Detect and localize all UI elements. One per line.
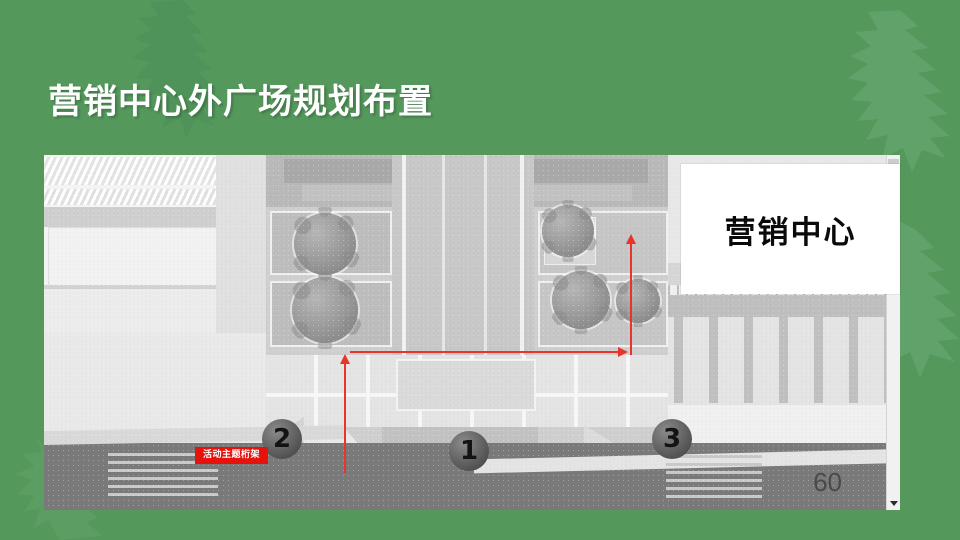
arrow-vertical-right-up <box>630 243 632 355</box>
plan-central-axis-stripe-mid <box>442 155 445 407</box>
plan-plaza-center-panel <box>396 359 536 411</box>
marketing-center-callout-label: 营销中心 <box>724 214 857 251</box>
marker-3[interactable]: 3 <box>652 419 692 459</box>
arrow-vertical-left-up-head-icon <box>340 354 350 364</box>
arrow-vertical-right-up-head-icon <box>626 234 636 244</box>
tree-canopy-3 <box>537 200 599 262</box>
marker-2-label: 2 <box>272 424 292 454</box>
plan-left-building-shadow <box>216 155 266 333</box>
tree-canopy-4 <box>546 265 616 335</box>
leaf-top-right-icon <box>848 10 950 172</box>
tree-canopy-5 <box>612 275 664 327</box>
plan-left-building-edge <box>44 285 222 289</box>
plan-central-axis-stripe-mid-2 <box>484 155 487 407</box>
arrow-vertical-left-up <box>344 363 346 473</box>
tree-canopy-1 <box>288 207 362 281</box>
plan-parking-stalls <box>674 317 900 403</box>
page-title: 营销中心外广场规划布置 <box>48 82 433 122</box>
marker-1[interactable]: 1 <box>449 431 489 471</box>
plan-central-axis-stripe-right <box>520 155 524 407</box>
marker-3-label: 3 <box>662 424 682 454</box>
plan-right-road-band <box>668 295 900 317</box>
arrow-horizontal-right-head-icon <box>618 347 628 357</box>
truss-label: 活动主题桁架 <box>195 447 269 464</box>
plan-left-building-courtyard <box>48 227 218 289</box>
chevron-down-icon <box>889 501 898 506</box>
plan-central-axis-stripe-left <box>402 155 406 407</box>
plan-left-building-band <box>44 207 244 227</box>
arrow-horizontal-right <box>350 351 620 353</box>
crosswalk-right <box>666 455 762 505</box>
marketing-center-callout: 营销中心 <box>681 164 900 294</box>
page-number: 60 <box>813 467 842 497</box>
tree-canopy-2 <box>286 271 364 349</box>
marker-2[interactable]: 2 <box>262 419 302 459</box>
plan-scroll-down-button[interactable] <box>887 497 900 510</box>
marker-1-label: 1 <box>459 436 479 466</box>
crosswalk-left <box>108 453 218 503</box>
plan-left-building-hatch-2 <box>44 189 222 205</box>
